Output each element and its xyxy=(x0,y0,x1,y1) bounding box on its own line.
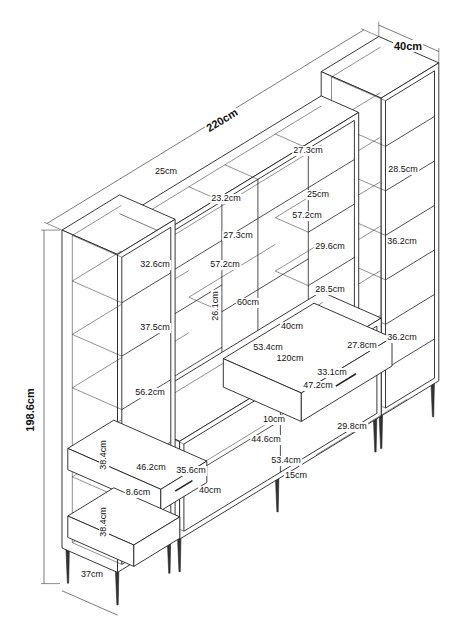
left-tower-opening-edge xyxy=(72,235,73,542)
dimension-label: 35.6cm xyxy=(175,466,207,476)
dimension-label: 26.1cm xyxy=(211,290,221,322)
shelf xyxy=(308,257,354,285)
dimension-line xyxy=(62,591,118,615)
dimension-label: 47.2cm xyxy=(302,381,334,391)
shelf-back xyxy=(189,244,275,297)
right-tower-opening xyxy=(386,71,435,408)
console-drawer-front xyxy=(301,338,392,422)
dimension-label: 46.2cm xyxy=(135,463,167,473)
leg xyxy=(373,416,377,452)
left-tower-opening-edge xyxy=(72,206,121,236)
shelf-back xyxy=(72,251,121,281)
dimension-label: 36.2cm xyxy=(386,237,418,247)
dimension-label: 15cm xyxy=(284,471,308,481)
dimension-label: 27.3cm xyxy=(292,146,324,156)
console-drawer-side xyxy=(223,359,301,422)
extension-line xyxy=(361,29,379,37)
shelf-edge xyxy=(275,271,308,286)
shelf-back xyxy=(72,304,121,334)
hutch-opening-edge xyxy=(128,106,321,224)
leg xyxy=(431,381,435,417)
leg xyxy=(177,536,181,572)
leg xyxy=(115,569,119,605)
shelf-back xyxy=(72,358,121,388)
dimension-label: 25cm xyxy=(306,190,330,200)
dimension-label: 57.2cm xyxy=(209,260,241,270)
dimension-label: 23.2cm xyxy=(210,194,242,204)
dimension-label: 37.5cm xyxy=(139,323,171,333)
shelf xyxy=(161,160,354,278)
dimension-line xyxy=(47,30,364,224)
dimension-label: 8.6cm xyxy=(125,488,152,498)
dimension-label: 60cm xyxy=(236,298,260,308)
dimension-label: 29.6cm xyxy=(314,242,346,252)
dimension-label: 220cm xyxy=(203,105,240,134)
shelf-edge xyxy=(72,281,122,303)
dimension-label: 10cm xyxy=(262,415,286,425)
shelf xyxy=(122,380,171,410)
shelf xyxy=(386,116,435,146)
dimension-label: 57.2cm xyxy=(291,211,323,221)
left-tower-opening-edge xyxy=(72,235,122,257)
leg xyxy=(379,413,383,449)
dimension-label: 40cm xyxy=(393,40,423,52)
dimension-label: 40cm xyxy=(280,322,304,332)
dimension-label: 25cm xyxy=(154,167,178,177)
leg xyxy=(66,548,70,584)
dimension-label: 27.8cm xyxy=(346,341,378,351)
dimension-label: 38.4cm xyxy=(99,439,109,471)
dimension-label: 56.2cm xyxy=(134,388,166,398)
extension-line xyxy=(44,222,62,230)
dimension-label: 53.4cm xyxy=(252,343,284,353)
dimension-label: 40cm xyxy=(198,486,222,496)
dimension-label: 32.6cm xyxy=(139,260,171,270)
dimension-label: 27.3cm xyxy=(222,231,254,241)
dimension-label: 33.1cm xyxy=(316,368,348,378)
shelf xyxy=(386,339,435,369)
dimension-label: 37cm xyxy=(80,570,104,580)
extension-line xyxy=(41,583,60,584)
dimension-label: 36.2cm xyxy=(386,333,418,343)
shelf-edge xyxy=(72,334,122,356)
dimension-line xyxy=(120,214,158,231)
shelf xyxy=(386,161,435,191)
extension-line xyxy=(438,48,439,63)
extension-line xyxy=(378,22,379,37)
right-tower-opening-edge xyxy=(332,47,381,77)
leg xyxy=(275,476,279,512)
right-tower-opening-edge xyxy=(332,77,386,101)
dimension-line xyxy=(44,230,45,584)
shelf xyxy=(386,205,435,235)
divider-top xyxy=(225,165,258,180)
dimension-label: 198.6cm xyxy=(24,387,36,432)
shelf xyxy=(386,294,435,324)
dimension-label: 44.6cm xyxy=(250,435,282,445)
dimension-line xyxy=(379,25,439,51)
dimension-label: 120cm xyxy=(275,354,304,364)
left-lower-drawer-front xyxy=(134,517,180,567)
dimension-label: 29.8cm xyxy=(336,422,368,432)
extension-line xyxy=(41,230,60,231)
dimension-label: 53.4cm xyxy=(270,456,302,466)
shelf xyxy=(122,273,171,303)
drawer-handle xyxy=(175,481,192,492)
shelf xyxy=(386,250,435,280)
dimension-line xyxy=(316,399,407,454)
dimension-label: 28.5cm xyxy=(387,165,419,175)
dimension-label: 38.4cm xyxy=(99,506,109,538)
shelf-edge xyxy=(72,388,122,410)
dimension-label: 28.5cm xyxy=(314,285,346,295)
